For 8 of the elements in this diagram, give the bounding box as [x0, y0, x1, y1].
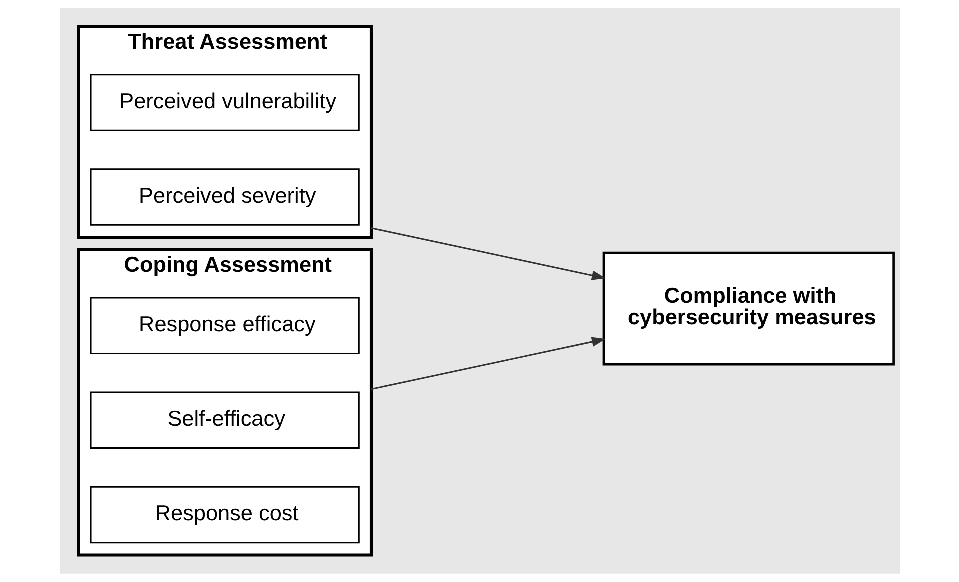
node-box: Response efficacy	[90, 297, 360, 355]
arrow	[370, 337, 606, 390]
node-box: Compliance with cybersecurity measures	[602, 252, 894, 366]
node-box: Response cost	[90, 486, 360, 544]
node-box: Perceived vulnerability	[90, 74, 360, 132]
arrow	[370, 228, 606, 280]
node-box: Perceived severity	[90, 168, 360, 226]
node-box: Self-efficacy	[90, 392, 360, 450]
